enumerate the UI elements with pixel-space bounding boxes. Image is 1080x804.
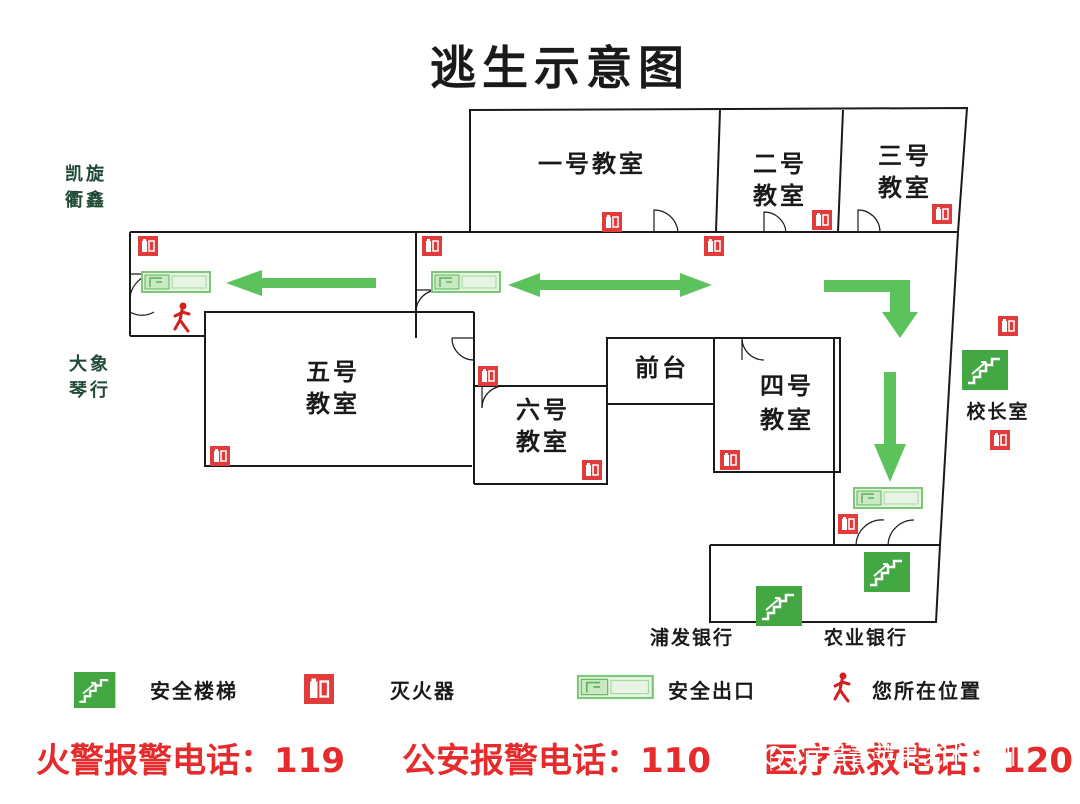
you-are-here-icon [173,301,191,333]
neighbor-kaixuan-line1: 凯旋 [65,163,107,185]
extinguisher-icon [931,203,953,225]
extinguisher-icon [421,235,443,257]
extinguisher-icon [837,513,859,535]
watermark-text: 宜昌青苹果艺术培训 [800,742,1016,770]
room-6-label-line1: 六号 [516,395,570,424]
room-2-label-line1: 二号 [753,149,807,178]
exit-sign-icon [853,487,923,509]
extinguisher-icon [477,365,499,387]
legend-extinguisher-icon [302,672,336,706]
legend-you-are-here-icon [833,671,851,703]
arrow-left-west-exit [226,270,376,296]
exit-sign-icon [431,271,501,293]
room-5-label-line1: 五号 [306,357,360,386]
neighbor-abc: 农业银行 [823,626,908,649]
stairs-icon [862,550,912,594]
stairs-icon [754,584,804,628]
extinguisher-icon [719,449,741,471]
arrow-double-corridor [508,273,712,297]
extinguisher-icon [601,211,623,233]
police-phone: 公安报警电话：110 [402,741,711,781]
extinguisher-icon [989,429,1011,451]
legend-stairs-label: 安全楼梯 [150,679,238,703]
extinguisher-icon [209,445,231,467]
arrow-down [874,372,906,482]
legend-you-are-here-label: 您所在位置 [872,679,982,703]
exit-sign-icon [141,271,211,293]
room-1-label: 一号教室 [538,149,646,178]
extinguisher-icon [581,459,603,481]
fire-phone: 火警报警电话：119 [36,741,345,781]
watermark: 宜昌青苹果艺术培训 [764,742,1016,770]
neighbor-kaixuan-line2: 衢鑫 [65,189,107,211]
escape-arrows [226,270,918,482]
front-desk-label: 前台 [635,353,689,382]
stairs-icon [960,348,1010,392]
legend-exit-icon [576,674,654,700]
medical-phone: 医疗急救电话：120 [764,741,1073,781]
legend-stairs-icon [72,670,117,710]
extinguisher-icon [811,209,833,231]
arrow-turn-down [824,280,918,338]
room-3-label-line2: 教室 [878,173,932,202]
legend-exit-label: 安全出口 [668,679,756,703]
room-5-label-line2: 教室 [306,389,360,418]
room-4-label-line1: 四号 [760,371,814,400]
neighbor-spdb: 浦发银行 [650,626,734,649]
legend: 安全楼梯 灭火器 安全出口 您所在位置 [72,670,982,710]
principal-office-label: 校长室 [966,400,1029,423]
map-title: 逃生示意图 [430,41,690,95]
room-6-label-line2: 教室 [516,427,570,456]
neighbor-daxiang-line2: 琴行 [69,379,111,401]
extinguisher-icon [137,235,159,257]
walls [129,106,969,623]
legend-extinguisher-label: 灭火器 [390,679,456,703]
extinguisher-icon [703,235,725,257]
neighbor-daxiang-line1: 大象 [69,353,111,375]
extinguisher-icon [997,315,1019,337]
room-4-label-line2: 教室 [760,405,814,434]
room-2-label-line2: 教室 [753,181,807,210]
room-3-label-line1: 三号 [878,141,932,170]
